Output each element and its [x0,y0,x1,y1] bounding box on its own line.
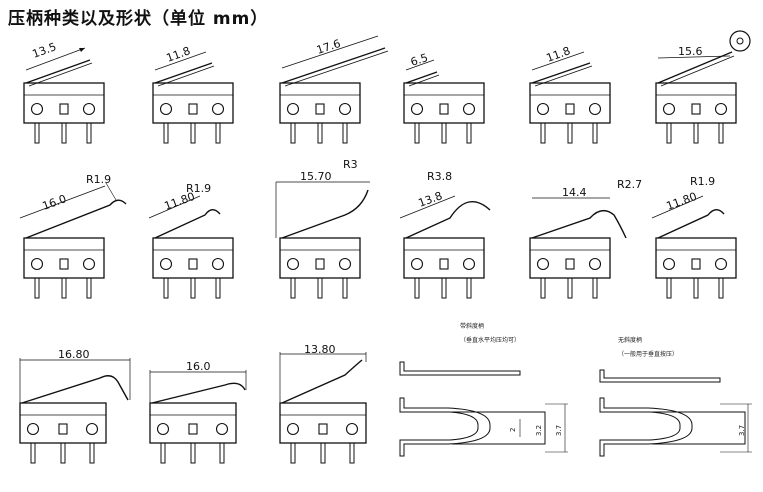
lever-hook-11-80b: 11.80 R1.9 [651,175,737,299]
dim-row1-1: 13.5 [31,40,58,61]
dim-row1-4: 6.5 [409,51,430,69]
lever-curve-14-4: 14.4 R2.7 [529,178,642,299]
lever-straight-11-8: 11.8 [152,44,234,144]
lever-bent-13-80: 13.80 [279,343,367,464]
dim-row2-2-r: R1.9 [186,182,211,195]
dim-row2-4-r: R3.8 [427,170,452,183]
detail-left-dim-3: 3.7 [555,425,563,436]
lever-hook-16-0: 16.0 R1.9 [19,173,127,299]
dim-row2-3-len: 15.70 [300,170,332,183]
lever-roller-15-6: 15.6 [655,30,751,144]
detail-right-line1: 无斜度柄 [618,336,642,344]
dim-row3-3: 13.80 [304,343,336,356]
lever-s-curve-15-70: 15.70 R3 [275,158,370,299]
lever-straight-17-6: 17.6 [279,35,389,144]
lever-bent-16-0: 16.0 [149,360,247,464]
dim-row2-6-r: R1.9 [690,175,715,188]
lever-big-hook-13-8: 13.8 R3.8 [399,170,491,299]
detail-right-line2: （一般用于垂直按压） [618,350,678,358]
dim-row3-2: 16.0 [186,360,211,373]
lever-straight-11-8b: 11.8 [529,44,611,144]
dim-row2-6-len: 11.80 [665,190,699,213]
lever-bent-16-80: 16.80 [19,348,131,464]
dim-row2-4-len: 13.8 [417,189,444,210]
page-title: 压柄种类以及形状（单位 mm） [8,9,269,29]
detail-left-line2: （垂直水平均压均可） [460,336,520,344]
detail-left-dim-2: 3.2 [535,425,543,436]
dim-row3-1: 16.80 [58,348,90,361]
detail-left-line1: 带斜度柄 [460,322,484,330]
detail-straight-lever: 无斜度柄 （一般用于垂直按压） 3.7 [599,336,752,457]
dim-row2-5-r: R2.7 [617,178,642,191]
dim-row2-1-r: R1.9 [86,173,111,186]
dim-row1-6: 15.6 [678,45,703,58]
dim-row2-3-r: R3 [343,158,358,171]
dim-row1-5: 11.8 [545,44,572,65]
dim-row2-1-len: 16.0 [41,192,68,213]
lever-straight-6-5: 6.5 [403,51,485,144]
dim-row2-5-len: 14.4 [562,186,587,199]
dim-row1-3: 17.6 [315,37,342,57]
lever-straight-13-5: 13.5 [23,40,105,144]
detail-left-dim-1: 2 [509,428,517,432]
detail-tapered-lever: 带斜度柄 （垂直水平均压均可） 2 3.2 3.7 [399,322,568,457]
lever-hook-11-80: 11.80 R1.9 [148,182,234,299]
detail-right-dim-1: 3.7 [738,425,746,436]
roller-icon [729,30,751,52]
